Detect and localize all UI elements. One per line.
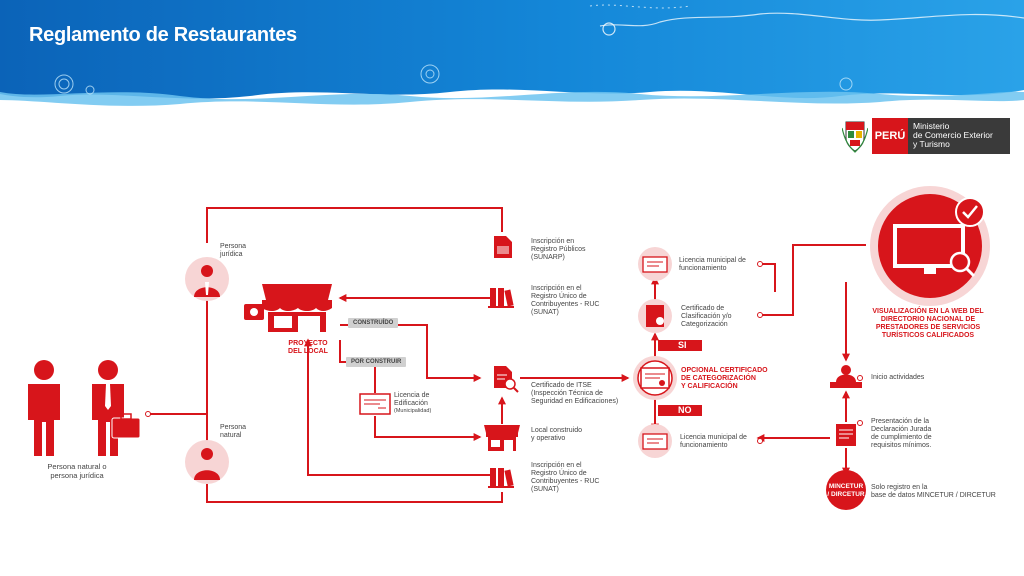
step-registry: Solo registro en la base de datos MINCET… [871,484,996,499]
binders-icon [488,288,514,308]
persona-juridica-icon [185,257,229,301]
project-label: PROYECTO DEL LOCAL [288,340,328,355]
tag-no: NO [678,405,692,415]
step-ruc-bottom: Inscripción en el Registro Único de Cont… [531,462,600,493]
license-icon [638,424,672,458]
step-local-built: Local construido y operativo [531,427,582,442]
step-building-license: Licencia de Edificación [394,392,430,407]
tag-to-build: POR CONSTRUIR [346,357,407,367]
step-license-top: Licencia municipal de funcionamiento [679,257,746,272]
start-label: Persona natural o persona jurídica [47,462,107,480]
local-store-icon [484,425,520,451]
binders-icon [488,468,514,488]
persona-natural-icon [185,440,229,484]
classification-certificate-icon [638,299,672,333]
step-web-directory: VISUALIZACIÓN EN LA WEB DEL DIRECTORIO N… [872,308,984,339]
no-tag [658,405,702,416]
step-ruc-top: Inscripción en el Registro Único de Cont… [531,285,600,316]
step-optional: OPCIONAL CERTIFICADO DE CATEGORIZACIÓN Y… [681,367,768,390]
persona-natural-label: Persona natural [220,424,247,439]
license-icon [638,247,672,281]
optional-certificate-icon [633,356,677,400]
step-itse: Certificado de ITSE (Inspección Técnica … [531,382,619,405]
yes-tag [658,340,702,351]
step-classification: Certificado de Clasificación y/o Categor… [681,305,732,328]
header-wave-banner [0,0,1024,106]
step-license-bottom: Licencia municipal de funcionamiento [680,434,747,449]
people-group-icon [28,360,141,456]
ministry-logo: PERÚ Ministerio de Comercio Exterior y T… [842,118,1012,156]
license-certificate-icon [359,393,391,415]
step-declaration: Presentación de la Declaración Jurada de… [871,418,932,449]
mincetur-label: MINCETUR / DIRCETUR [827,483,865,498]
coat-of-arms-icon [842,121,868,153]
itse-search-icon [494,366,519,393]
web-monitor-icon [870,186,990,306]
peru-label: PERÚ [872,118,908,154]
declaration-document-icon [836,424,856,446]
mincetur-badge [826,470,866,510]
step-start-activities: Inicio actividades [871,374,925,381]
ministry-label: Ministerio de Comercio Exterior y Turism… [908,118,1010,154]
page-title: Reglamento de Restaurantes [29,24,297,46]
document-folder-icon [494,236,512,258]
persona-juridica-label: Persona jurídica [220,243,247,258]
tag-yes: SI [678,340,687,350]
restaurant-store-icon [244,284,332,332]
connector-lines [150,207,866,503]
tag-built: CONSTRUÍDO [348,318,399,328]
receptionist-icon [830,365,862,388]
step-building-license-note: (Municipalidad) [394,408,432,414]
step-sunarp: Inscripción en Registro Públicos (SUNARP… [531,238,586,261]
